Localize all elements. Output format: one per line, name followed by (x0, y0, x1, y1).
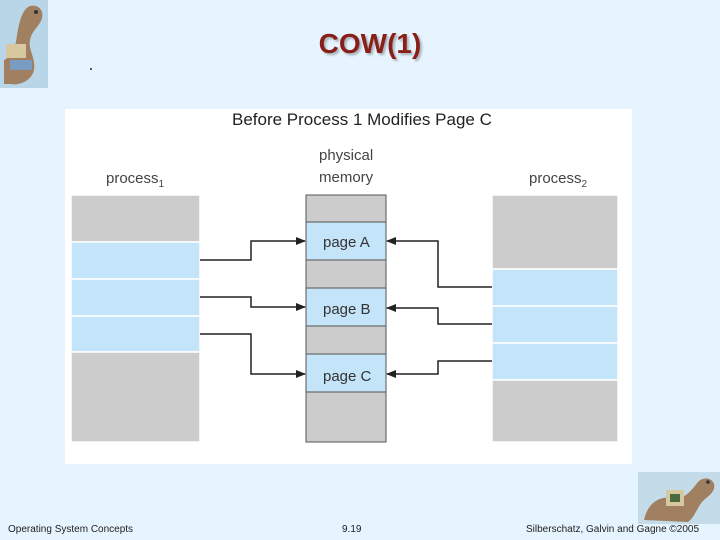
process2-page-entry-b (491, 305, 619, 344)
process1-page-entry-a (70, 241, 201, 280)
footer-course-name: Operating System Concepts (8, 524, 134, 535)
arrow-p2-to-page-b (386, 304, 492, 325)
physical-memory-label-line2: memory (319, 169, 374, 186)
footer-slide-number: 9.19 (342, 524, 362, 535)
arrow-p1-to-page-a (200, 237, 306, 261)
stray-dot (90, 68, 92, 70)
process1-block-top (70, 194, 201, 243)
page-b-label: page B (323, 301, 371, 318)
process2-label: process2 (529, 170, 588, 190)
memory-frame-1 (305, 194, 387, 223)
process1-page-entry-c (70, 315, 201, 353)
process1-block-bottom (70, 351, 201, 443)
physical-memory-column: page A page B page C (305, 194, 387, 443)
figure-title: Before Process 1 Modifies Page C (232, 110, 492, 129)
dinosaur-logo-top (0, 0, 48, 88)
arrow-p1-to-page-c (200, 333, 306, 378)
memory-frame-page-a (305, 221, 387, 261)
arrow-p2-to-page-c (386, 360, 492, 378)
physical-memory-label-line1: physical (319, 147, 373, 164)
process1-column (70, 194, 201, 443)
cow-diagram: Before Process 1 Modifies Page C process… (65, 109, 632, 464)
footer-copyright: Silberschatz, Galvin and Gagne ©2005 (526, 524, 700, 535)
process1-label: process1 (106, 170, 165, 190)
page-a-label: page A (323, 234, 370, 251)
memory-frame-4 (305, 391, 387, 443)
cow-diagram-svg: Before Process 1 Modifies Page C process… (70, 110, 619, 443)
process2-page-entry-c (491, 342, 619, 381)
memory-frame-2 (305, 259, 387, 289)
slide-title: COW(1) (318, 28, 422, 59)
process1-page-entry-b (70, 278, 201, 317)
process2-block-top (491, 194, 619, 270)
page-c-label: page C (323, 368, 372, 385)
process2-page-entry-a (491, 268, 619, 307)
process2-block-bottom (491, 379, 619, 443)
memory-frame-3 (305, 325, 387, 355)
dinosaur-logo-bottom (638, 472, 720, 524)
arrow-p2-to-page-a (386, 237, 492, 288)
process2-column (491, 194, 619, 443)
arrow-p1-to-page-b (200, 296, 306, 311)
